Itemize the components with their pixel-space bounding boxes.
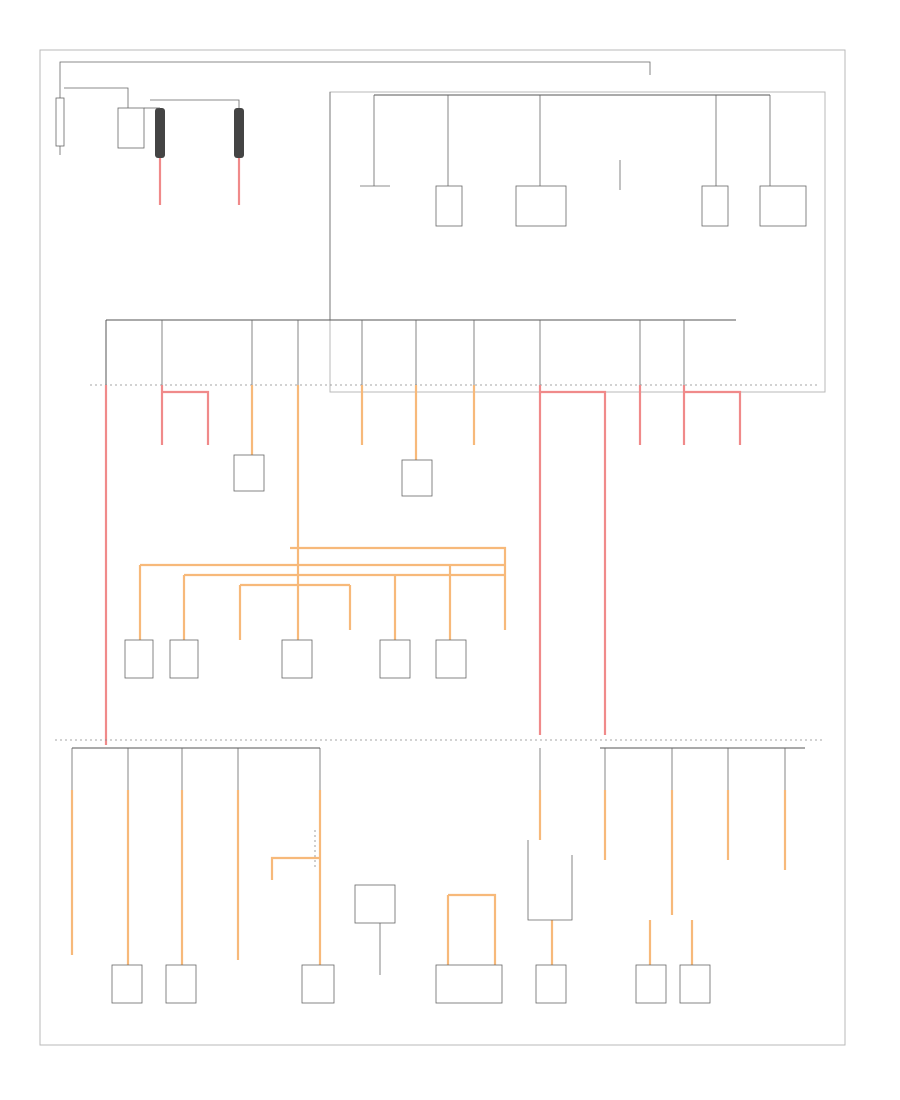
red-circuits xyxy=(104,385,742,745)
module-2 xyxy=(169,639,199,679)
component-box-1 xyxy=(233,454,265,492)
fusible-link-1 xyxy=(155,108,165,158)
lower-module-5 xyxy=(535,964,567,1004)
orange-circuits-upper xyxy=(250,385,476,570)
starter-symbol xyxy=(117,107,145,149)
lower-module-2 xyxy=(165,964,197,1004)
lower-module-4 xyxy=(435,964,503,1004)
component-box-2 xyxy=(401,459,433,497)
components-row-2 xyxy=(111,830,711,1004)
battery-symbol xyxy=(55,97,65,147)
fuse-row-1 xyxy=(90,92,820,386)
switch-box xyxy=(354,884,396,924)
diagram-frame xyxy=(39,49,846,1046)
relay-3 xyxy=(515,185,567,227)
module-5 xyxy=(435,639,467,679)
fusible-link-2 xyxy=(234,108,244,158)
fuse-row-2 xyxy=(55,739,825,820)
lower-module-1 xyxy=(111,964,143,1004)
relay-5 xyxy=(701,185,729,227)
lower-module-7 xyxy=(679,964,711,1004)
splice-distribution xyxy=(124,546,507,679)
top-relay-section xyxy=(329,91,826,393)
battery-starter-section xyxy=(55,61,651,205)
module-4 xyxy=(379,639,411,679)
module-1 xyxy=(124,639,154,679)
relay-2 xyxy=(435,185,463,227)
lower-module-3 xyxy=(301,964,335,1004)
lower-module-6 xyxy=(635,964,667,1004)
components-row-1 xyxy=(233,454,433,497)
module-3 xyxy=(281,639,313,679)
orange-circuits-lower xyxy=(70,790,787,965)
relay-6 xyxy=(759,185,807,227)
